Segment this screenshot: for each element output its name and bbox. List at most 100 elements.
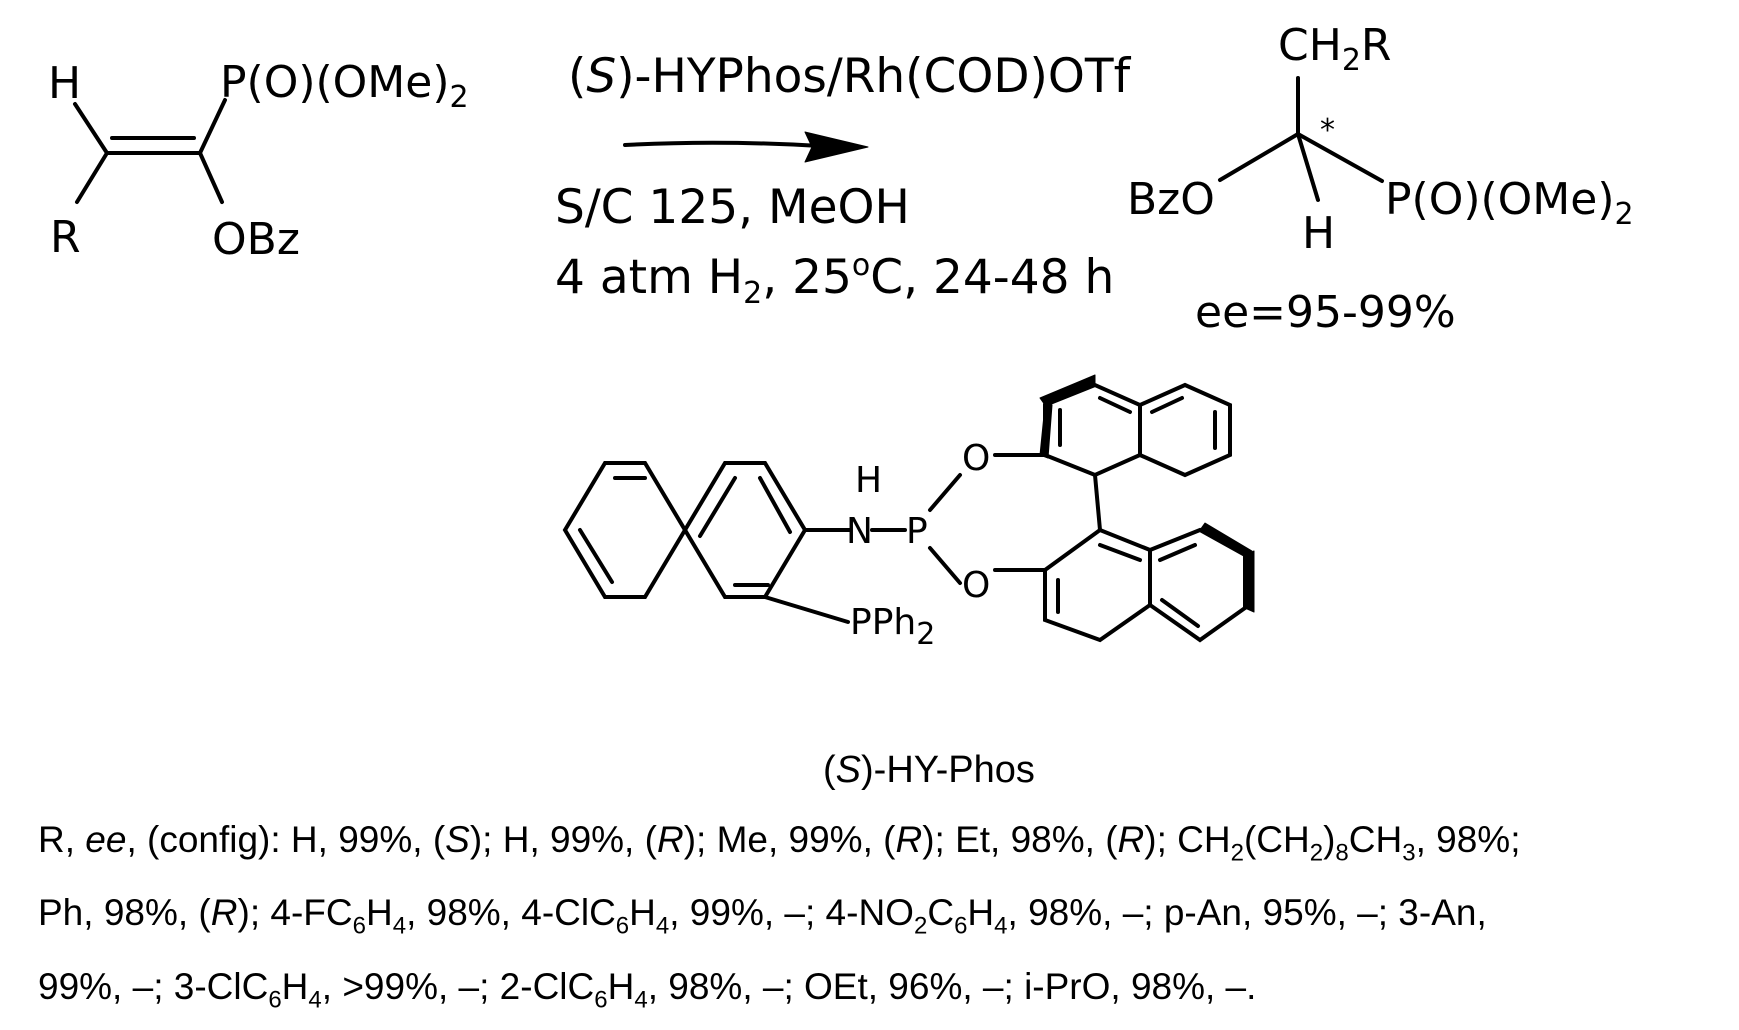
italic-text: ee	[85, 819, 127, 860]
note-text: H	[967, 892, 995, 934]
notes-line-2: Ph, 98%, (R); 4-FC6H4, 98%, 4-ClC6H4, 99…	[38, 883, 1728, 956]
n-label: N	[846, 511, 873, 552]
binaphthyl-top-ring-b	[1138, 382, 1232, 478]
reactant-r-label: R	[50, 212, 81, 263]
subscript: 6	[594, 986, 608, 1014]
subscript: 8	[1335, 839, 1349, 867]
c-p-bond	[198, 98, 227, 155]
arom-line	[1150, 396, 1184, 414]
nh-hydrogen-label: H	[855, 460, 882, 501]
o-top-label: O	[962, 438, 990, 479]
product-ch2r-label: CH2R	[1278, 20, 1391, 78]
note-text: , (config): H, 99%, (	[126, 819, 446, 860]
substrate-scope-notes: R, ee, (config): H, 99%, (S); H, 99%, (R…	[38, 810, 1728, 1030]
o-bottom-label: O	[962, 565, 990, 606]
subscript: 6	[352, 912, 366, 940]
subscript: 4	[655, 912, 670, 940]
note-text: C	[927, 892, 955, 934]
reaction-arrow-shaft	[623, 140, 822, 148]
note-text: ); 4-FC	[237, 892, 353, 934]
arom-line	[1158, 543, 1197, 562]
italic-text: R	[1117, 819, 1145, 860]
c-o-bond	[198, 151, 224, 204]
note-text: ); CH	[1144, 819, 1231, 860]
product-h-label: H	[1302, 208, 1335, 259]
product-ester-label: BzO	[1127, 174, 1215, 225]
arom-line	[1160, 598, 1200, 628]
note-text: ); Me, 99%, (	[683, 819, 896, 860]
product-ee-label: ee=95-99%	[1195, 287, 1456, 338]
notes-line-3: 99%, –; 3-ClC6H4, >99%, –; 2-ClC6H4, 98%…	[38, 957, 1728, 1030]
reaction-conditions: (S)-HYPhos/Rh(COD)OTf S/C 125, MeOH 4 at…	[555, 49, 1132, 311]
italic-text: S	[445, 819, 470, 860]
note-text: ); H, 99%, (	[469, 819, 657, 860]
note-text: H	[281, 965, 309, 1007]
note-text: H	[629, 892, 656, 934]
stereocenter-asterisk: *	[1320, 113, 1335, 148]
arom-line	[1098, 396, 1132, 414]
p-o-bottom-bond	[928, 546, 962, 585]
reaction-arrow-head	[804, 131, 869, 163]
conditions-line-2: 4 atm H2, 25oC, 24-48 h	[555, 248, 1114, 311]
c-h-bond	[1296, 132, 1320, 202]
ligand-caption: (S)-HY-Phos	[823, 749, 1035, 791]
subscript: 6	[954, 912, 968, 940]
wedge-top-b	[1039, 404, 1053, 459]
note-text: H	[607, 965, 635, 1007]
note-text: , 98%, –; p-An, 95%, –; 3-An,	[1007, 892, 1487, 934]
subscript: 2	[1230, 839, 1244, 867]
note-text: R,	[38, 819, 86, 860]
product-structure: CH2R * BzO H P(O)(OMe)2 ee=95-99%	[1127, 20, 1634, 338]
reactant-phosphonate-label: P(O)(OMe)2	[220, 57, 469, 115]
note-text: , 98%, 4-ClC	[406, 892, 616, 934]
reaction-scheme: H R P(O)(OMe)2 OBz (S)-HYPhos/Rh(COD)OTf…	[48, 20, 1634, 791]
subscript: 4	[308, 986, 322, 1014]
arom-line	[578, 528, 614, 584]
wedge-top-a	[1039, 374, 1096, 406]
subscript: 4	[392, 912, 407, 940]
biaryl-bond	[1093, 473, 1102, 532]
arom-line	[1098, 543, 1142, 562]
note-text: , 98%, –; OEt, 96%, –; i-PrO, 98%, –.	[647, 965, 1257, 1007]
subscript: 2	[913, 912, 928, 940]
note-text: CH	[1348, 819, 1403, 860]
italic-text: R	[895, 819, 923, 860]
p-label: P	[906, 511, 928, 552]
arom-line	[758, 476, 792, 534]
r-c-bond	[75, 151, 109, 204]
note-text: , 99%, –; 4-NO	[669, 892, 914, 934]
subscript: 3	[1402, 839, 1416, 867]
reactant-ester-label: OBz	[212, 214, 300, 265]
subscript: 2	[1309, 839, 1324, 867]
pph2-label: PPh2	[850, 602, 935, 652]
italic-text: R	[656, 819, 684, 860]
italic-text: R	[210, 892, 238, 934]
subscript: 6	[268, 986, 282, 1014]
note-text: ); Et, 98%, (	[922, 819, 1118, 860]
subscript: 6	[615, 912, 630, 940]
reactant-h-label: H	[48, 58, 81, 109]
notes-line-1: R, ee, (config): H, 99%, (S); H, 99%, (R…	[38, 810, 1728, 883]
note-text: )	[1323, 819, 1336, 860]
arom-line	[698, 476, 737, 538]
note-text: Ph, 98%, (	[38, 892, 211, 934]
reactant-structure: H R P(O)(OMe)2 OBz	[48, 57, 469, 265]
note-text: , >99%, –; 2-ClC	[321, 965, 595, 1007]
h-c-bond	[73, 102, 109, 155]
binaphthyl-bottom-ring-a	[1043, 527, 1152, 643]
naphthalene-left-ring-b	[562, 461, 688, 599]
product-phosphonate-label: P(O)(OMe)2	[1385, 174, 1634, 232]
note-text: , 98%;	[1415, 819, 1521, 860]
note-text: 99%, –; 3-ClC	[38, 965, 269, 1007]
conditions-line-1: S/C 125, MeOH	[555, 180, 910, 235]
p-o-top-bond	[928, 473, 962, 512]
c-p-bond	[1296, 132, 1384, 183]
catalyst-label: (S)-HYPhos/Rh(COD)OTf	[568, 49, 1132, 104]
subscript: 4	[994, 912, 1008, 940]
wedge-bottom-a	[1199, 522, 1253, 556]
c-pph2-bond	[763, 595, 850, 624]
note-text: (CH	[1243, 819, 1310, 860]
ligand-structure: H N P O O PPh2	[562, 374, 1255, 652]
subscript: 4	[634, 986, 648, 1014]
c-obz-bond	[1218, 132, 1300, 182]
